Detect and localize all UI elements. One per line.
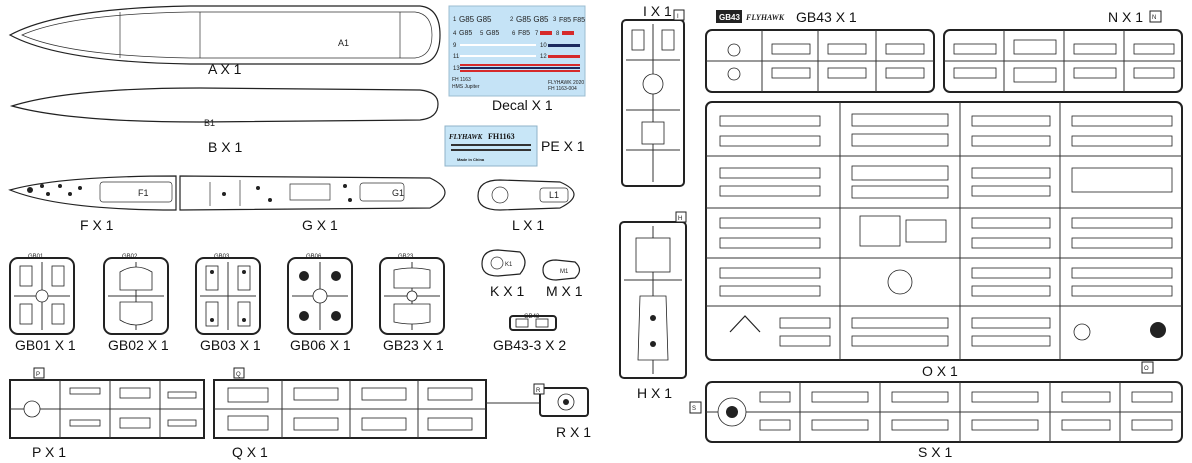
sprue-n-tag: N [1152,15,1156,21]
hull-part-b: B1 [9,87,439,128]
decal-text: G85 G85 [516,15,549,24]
sprue-o-tag: O [1144,366,1149,372]
decal-code: FH 1163 [452,77,471,83]
decal-text: G85 G85 [459,15,492,24]
part-l: L1 [477,179,575,211]
sprue-s: S [689,381,1183,443]
sprue-gb43-label: GB43 X 1 [796,9,857,25]
sprue-gb43-brand: FLYHAWK [745,13,785,22]
sprue-h-tag: H [678,216,682,222]
gb01-label: GB01 X 1 [15,337,76,353]
sprue-r-tag: R [536,388,541,394]
hull-b-code: B1 [204,118,215,128]
decal-num: 7 [535,31,539,37]
pe-fret: FLYHAWK FH1163 Made in China [444,125,538,167]
hull-a-label: A X 1 [208,61,242,77]
sprue-o: O [705,101,1183,374]
sprue-q: Q [213,367,487,439]
hull-a-code: A1 [338,38,349,48]
decal-label: Decal X 1 [492,97,553,113]
gb01-tag: GB01 [28,254,44,260]
decal-num: 2 [510,17,514,23]
gb06-label: GB06 X 1 [290,337,351,353]
pe-code: FH1163 [488,132,515,141]
sprue-h-label: H X 1 [637,385,672,401]
gb43-3-tag: GB43 [524,314,540,320]
hull-part-a: A1 [8,5,441,65]
decal-sheet: 1 G85 G85 2 G85 G85 3 F85 F85 4 G85 5 G8… [448,5,586,97]
part-m: M1 [542,259,581,281]
sprue-gb23: GB23 [379,254,445,335]
decal-brand: FLYHAWK 2020 [548,80,584,86]
sprue-gb06: GB06 [287,254,353,335]
decal-num: 3 [553,17,557,23]
decal-num: 6 [512,31,516,37]
decal-num: 12 [540,54,547,60]
gb23-label: GB23 X 1 [383,337,444,353]
deck-part-g: G1 [179,175,446,211]
decal-ship: HMS Jupiter [452,84,480,90]
decal-num: 1 [453,17,457,23]
sprue-i-label: I X 1 [643,3,672,19]
part-m-code: M1 [560,269,569,275]
sprue-n: N [943,10,1183,93]
part-gb43-3: GB43 [509,314,557,331]
sprue-h: H [619,211,687,379]
sprue-q-tag: Q [236,372,241,378]
gb02-label: GB02 X 1 [108,337,169,353]
part-k-label: K X 1 [490,283,524,299]
decal-num: 8 [556,31,560,37]
part-k-code: K1 [505,262,513,268]
sprue-o-label: O X 1 [922,363,958,379]
gb02-tag: GB02 [122,254,138,260]
part-l-code: L1 [549,190,559,200]
decal-num: 5 [480,31,484,37]
gb03-tag: GB03 [214,254,230,260]
pe-label: PE X 1 [541,138,585,154]
gb06-tag: GB06 [306,254,322,260]
deck-g-label: G X 1 [302,217,338,233]
decal-text: G85 [459,30,472,37]
sprue-r-label: R X 1 [556,424,591,440]
decal-text: F85 [518,30,530,37]
hull-b-label: B X 1 [208,139,242,155]
pe-brand: FLYHAWK [449,133,484,141]
sprue-gb43: GB43 FLYHAWK [705,10,935,93]
decal-num: 4 [453,31,457,37]
sprue-p: P [9,367,205,439]
deck-f-code: F1 [138,188,149,198]
pe-origin: Made in China [457,157,485,162]
decal-num: 10 [540,43,547,49]
sprue-gb01: GB01 [9,254,75,335]
decal-ref: FH 1163-004 [548,86,577,92]
gb43-3-label: GB43-3 X 2 [493,337,566,353]
decal-text: F85 F85 [559,17,585,24]
gb03-label: GB03 X 1 [200,337,261,353]
sprue-gb03: GB03 [195,254,261,335]
gb23-tag: GB23 [398,254,414,260]
sprue-n-label: N X 1 [1108,9,1143,25]
sprue-gb43-tag: GB43 [719,13,740,22]
sprue-i-tag: I [677,14,679,20]
part-m-label: M X 1 [546,283,583,299]
sprue-p-tag: P [36,372,40,378]
sprue-q-label: Q X 1 [232,444,268,460]
sprue-s-label: S X 1 [918,444,952,460]
decal-num: 13 [453,66,460,72]
decal-num: 11 [453,54,460,60]
sprue-gb02: GB02 [103,254,169,335]
decal-text: G85 [486,30,499,37]
decal-num: 9 [453,43,457,49]
sprue-r: R [486,383,589,417]
sprue-i: I [621,9,685,187]
sprue-p-label: P X 1 [32,444,66,460]
deck-f-label: F X 1 [80,217,114,233]
part-k: K1 [481,249,526,277]
deck-part-f: F1 [8,175,177,211]
deck-g-code: G1 [392,188,404,198]
part-l-label: L X 1 [512,217,544,233]
sprue-s-tag: S [692,406,696,412]
